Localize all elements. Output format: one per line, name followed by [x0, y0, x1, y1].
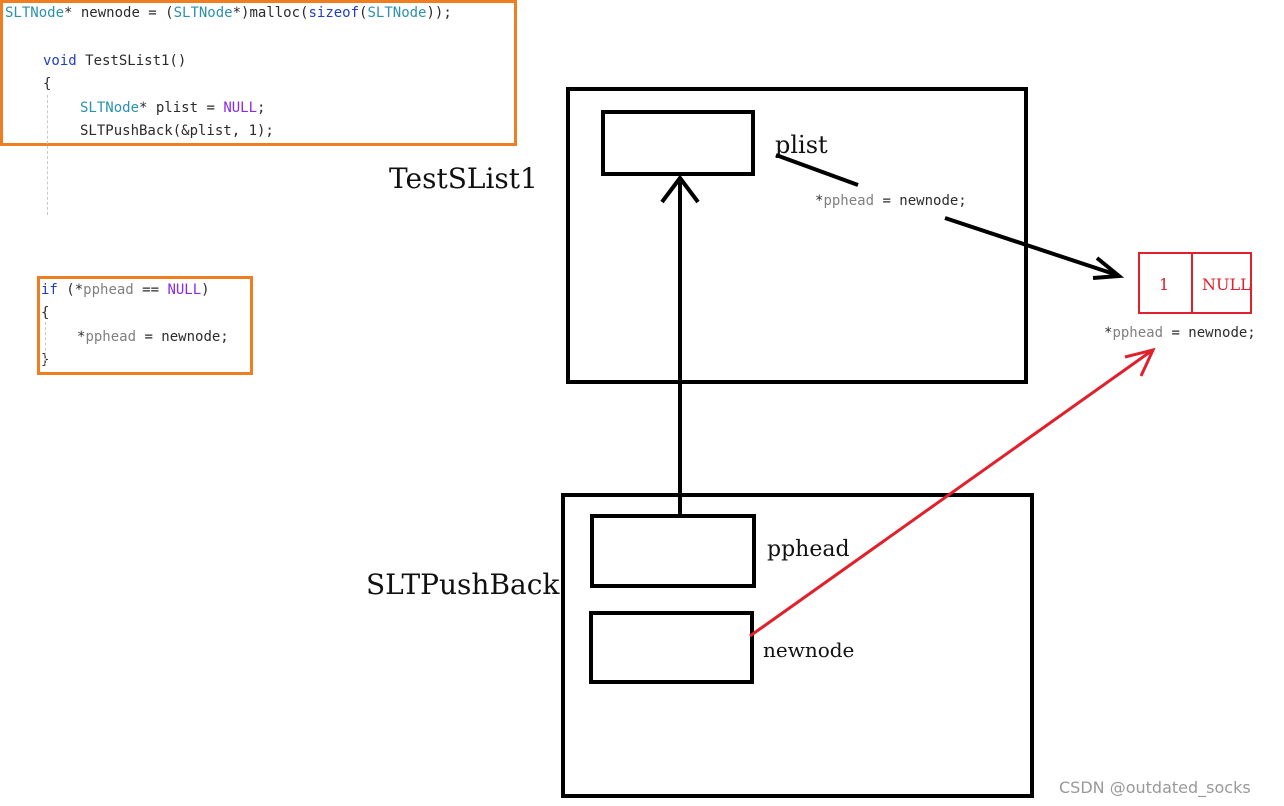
code-text: * newnode = (: [64, 5, 174, 21]
arrow-plist-to-node-2: [944, 216, 1118, 277]
code-line-func-decl: void TestSList1(): [43, 50, 186, 74]
watermark: CSDN @outdated_socks: [1059, 778, 1251, 797]
frame-testslist1: [566, 87, 1028, 384]
arrowhead-newnode-to-node: [1124, 347, 1156, 377]
assign-outer: *pphead = newnode;: [1104, 325, 1256, 341]
heap-node-value: 1: [1159, 275, 1170, 294]
code-text: TestSList1(): [76, 53, 187, 69]
plist-label: plist: [775, 131, 828, 159]
code-text: ==: [133, 282, 168, 298]
code-snippet-if: [37, 276, 253, 375]
code-type: SLTNode: [367, 5, 427, 21]
code-keyword: if: [41, 282, 58, 298]
code-null: NULL: [167, 282, 202, 298]
frame-sltpushback: [561, 493, 1034, 798]
indent-guide: [45, 322, 46, 366]
heap-node-next-cell: [1191, 252, 1252, 314]
assign-inner: *pphead = newnode;: [815, 193, 967, 209]
code-text: *: [815, 193, 824, 209]
arrow-newnode-to-node: [749, 350, 1151, 638]
code-null: NULL: [223, 100, 258, 116]
pphead-cell: [590, 514, 756, 588]
frame-sltpushback-label: SLTPushBack: [366, 568, 560, 601]
code-param: pphead: [85, 329, 137, 345]
code-text: *)malloc(: [232, 5, 309, 21]
code-text: (: [359, 5, 368, 21]
code-keyword: void: [43, 53, 77, 69]
code-text: = newnode;: [136, 329, 229, 345]
code-line-if-assign: *pphead = newnode;: [77, 326, 229, 350]
code-text: ));: [426, 5, 452, 21]
code-line-if: if (*pphead == NULL): [41, 279, 210, 303]
code-text: = newnode;: [1163, 325, 1256, 341]
code-line-if-brace-open: {: [41, 305, 50, 321]
code-text: ): [201, 282, 210, 298]
code-text: *: [1104, 325, 1113, 341]
code-text: ;: [257, 100, 266, 116]
heap-node-next: NULL: [1202, 275, 1251, 294]
code-text: (*: [57, 282, 84, 298]
plist-cell: [601, 110, 755, 176]
code-keyword: sizeof: [308, 5, 360, 21]
code-text: * plist =: [139, 100, 224, 116]
code-line-brace-open: {: [43, 76, 52, 92]
code-type: SLTNode: [80, 100, 140, 116]
code-text: *: [77, 329, 86, 345]
code-snippet-top: [0, 0, 517, 146]
code-line-malloc: SLTNode* newnode = (SLTNode*)malloc(size…: [5, 2, 452, 26]
arrow-plist-to-node: [775, 153, 859, 187]
pphead-label: pphead: [767, 537, 850, 562]
code-type: SLTNode: [173, 5, 233, 21]
code-param: pphead: [83, 282, 134, 298]
code-line-pushback-call: SLTPushBack(&plist, 1);: [80, 123, 274, 139]
code-line-plist-decl: SLTNode* plist = NULL;: [80, 97, 265, 121]
arrowhead-plist-to-node: [1092, 256, 1125, 280]
frame-testslist1-label: TestSList1: [389, 162, 538, 195]
code-type: SLTNode: [5, 5, 65, 21]
code-param: pphead: [823, 193, 875, 209]
code-text: = newnode;: [874, 193, 967, 209]
indent-guide: [47, 95, 48, 215]
arrowhead-pphead-to-plist: [660, 174, 700, 204]
newnode-cell: [589, 611, 754, 684]
newnode-label: newnode: [763, 638, 855, 662]
code-param: pphead: [1112, 325, 1164, 341]
